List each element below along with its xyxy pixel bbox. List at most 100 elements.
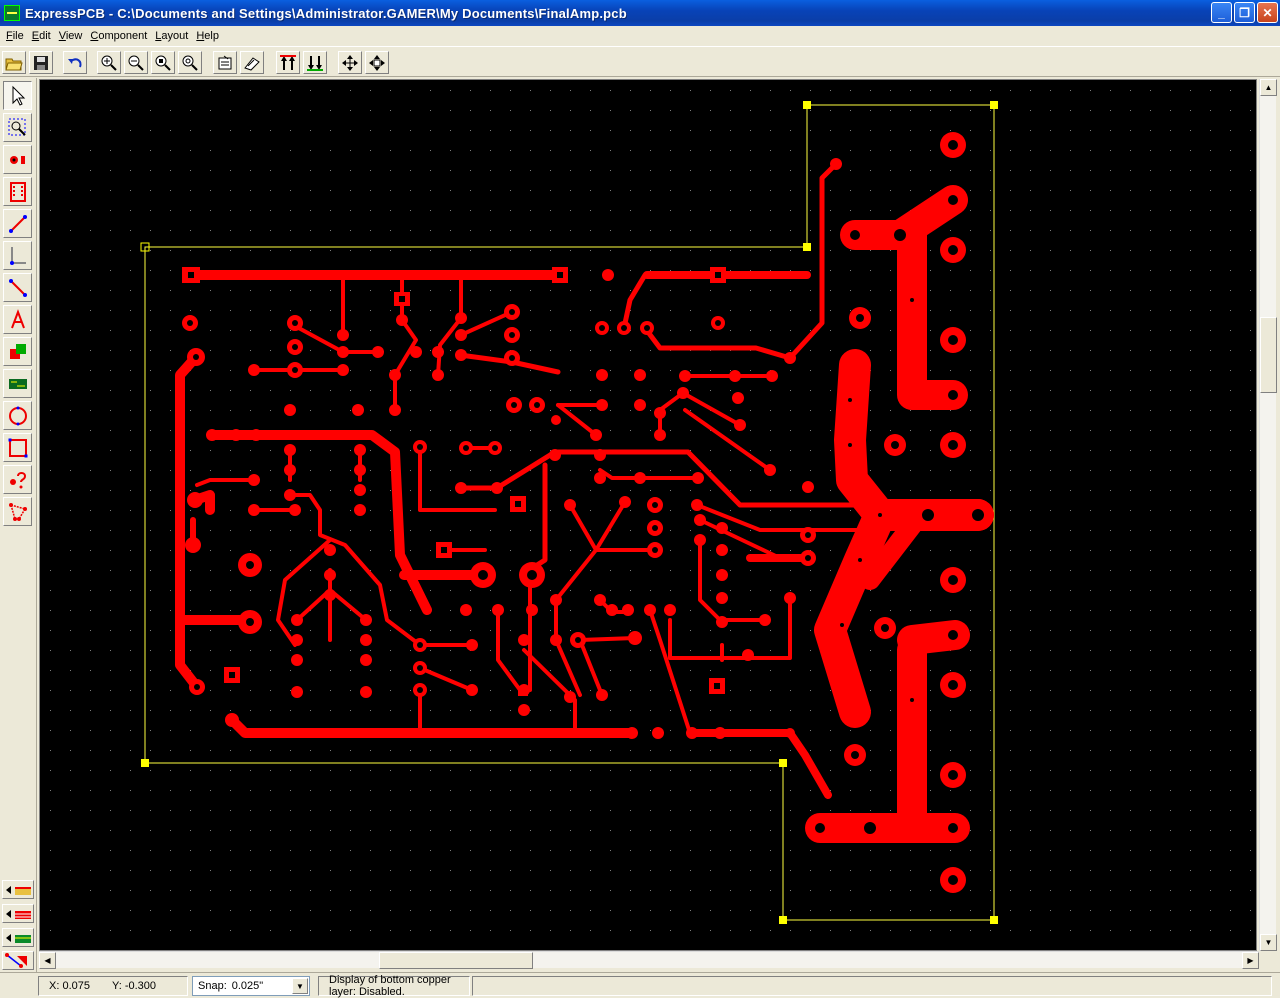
zoom-fit-icon (155, 55, 171, 71)
menu-help[interactable]: Help (196, 29, 219, 42)
rectangle-icon (8, 438, 27, 457)
silkscreen-layer-toggle-icon (6, 934, 31, 943)
tool-palette (0, 78, 37, 972)
corner-trace-tool[interactable] (3, 241, 32, 270)
move-button[interactable] (338, 51, 362, 74)
window-title: ExpressPCB - C:\Documents and Settings\A… (25, 5, 627, 21)
component-icon (9, 181, 26, 202)
save-button[interactable] (29, 51, 53, 74)
copy-layer-tool[interactable] (3, 337, 32, 366)
zoom-fit-button[interactable] (151, 51, 175, 74)
rotate-button[interactable] (365, 51, 389, 74)
snap-label: Snap: (198, 980, 227, 992)
scroll-down-arrow-icon[interactable]: ▼ (1260, 934, 1277, 951)
toolbar (0, 46, 1280, 77)
drill-holes (187, 140, 984, 885)
title-bar: ExpressPCB - C:\Documents and Settings\A… (0, 0, 1280, 26)
restore-button[interactable]: ❐ (1234, 2, 1255, 23)
rectangle-tool[interactable] (3, 433, 32, 462)
rotate-icon (369, 54, 385, 71)
menu-view[interactable]: View (58, 29, 83, 42)
move-icon (342, 54, 358, 71)
status-message-panel: Display of bottom copper layer: Disabled… (318, 974, 470, 998)
menu-edit[interactable]: Edit (31, 29, 51, 42)
pointer-tool[interactable] (3, 81, 32, 110)
zoom-actual-icon (182, 55, 198, 71)
horizontal-scrollbar[interactable]: ◀ ▶ (39, 951, 1259, 969)
save-icon (34, 55, 48, 70)
bottom-layer-button[interactable] (303, 51, 327, 74)
component-pads[interactable] (182, 132, 994, 893)
print-icon (244, 56, 260, 71)
ratsnest-toggle-icon (5, 953, 27, 968)
pad-icon (9, 155, 25, 164)
ratsnest-toggle[interactable] (2, 951, 34, 970)
pcb-canvas[interactable] (39, 79, 1257, 951)
zoom-select-icon (8, 118, 26, 136)
bottom-layer-toggle-icon (6, 910, 31, 919)
copy-layer-icon (9, 343, 26, 359)
top-layer-toggle[interactable] (2, 880, 34, 899)
vertical-scroll-thumb[interactable] (1260, 317, 1277, 393)
open-folder-icon (5, 58, 23, 70)
close-button[interactable]: ✕ (1257, 2, 1278, 23)
outline-handles[interactable] (140, 101, 998, 924)
status-empty-panel (472, 976, 1272, 996)
undo-icon (68, 57, 82, 67)
zoom-select-tool[interactable] (3, 113, 32, 142)
vias[interactable] (206, 158, 842, 739)
pointer-tool-icon (12, 85, 25, 106)
pcb-tool[interactable] (3, 369, 32, 398)
scroll-left-arrow-icon[interactable]: ◀ (39, 952, 56, 969)
properties-button[interactable] (213, 51, 237, 74)
net-tool[interactable] (3, 497, 32, 526)
menu-layout[interactable]: Layout (155, 29, 189, 42)
line-tool[interactable] (3, 273, 32, 302)
trace-tool[interactable] (3, 209, 32, 238)
horizontal-scroll-thumb[interactable] (379, 952, 533, 969)
status-message: Display of bottom copper layer: Disabled… (329, 974, 451, 998)
component-tool[interactable] (3, 177, 32, 206)
line-icon (8, 278, 27, 297)
properties-icon (218, 55, 232, 69)
corner-trace-icon (9, 246, 26, 265)
bottom-layer-toggle[interactable] (2, 904, 34, 923)
query-tool[interactable] (3, 465, 32, 494)
undo-button[interactable] (63, 51, 87, 74)
app-icon[interactable] (4, 5, 20, 21)
top-layer-toggle-icon (6, 886, 31, 895)
text-icon (10, 308, 25, 328)
minimize-button[interactable]: _ (1211, 2, 1232, 23)
open-button[interactable] (2, 51, 26, 74)
menu-component[interactable]: Component (90, 29, 148, 42)
query-icon (9, 471, 26, 488)
zoom-out-button[interactable] (124, 51, 148, 74)
power-traces[interactable] (805, 185, 994, 843)
pcb-layout[interactable] (40, 80, 1257, 951)
pad-tool[interactable] (3, 145, 32, 174)
snap-select[interactable]: Snap: 0.025" ▼ (192, 976, 310, 996)
snap-value: 0.025" (231, 980, 264, 992)
menu-bar: File Edit View Component Layout Help (0, 26, 1280, 45)
top-layer-button[interactable] (276, 51, 300, 74)
trace-icon (8, 214, 27, 233)
circle-tool[interactable] (3, 401, 32, 430)
circle-icon (8, 406, 27, 425)
scroll-right-arrow-icon[interactable]: ▶ (1242, 952, 1259, 969)
coordinate-readout: X: 0.075 Y: -0.300 (38, 976, 188, 996)
scroll-up-arrow-icon[interactable]: ▲ (1260, 79, 1277, 96)
chevron-down-icon[interactable]: ▼ (292, 978, 308, 994)
zoom-actual-button[interactable] (178, 51, 202, 74)
zoom-in-button[interactable] (97, 51, 121, 74)
menu-file[interactable]: File (6, 29, 24, 42)
zoom-out-icon (128, 55, 144, 71)
y-coordinate: Y: -0.300 (111, 980, 157, 992)
text-tool[interactable] (3, 305, 32, 334)
zoom-in-icon (101, 55, 117, 71)
x-coordinate: X: 0.075 (49, 980, 90, 992)
pcb-icon (8, 378, 27, 389)
silkscreen-layer-toggle[interactable] (2, 928, 34, 947)
print-button[interactable] (240, 51, 264, 74)
vertical-scrollbar[interactable]: ▲ ▼ (1259, 79, 1277, 951)
